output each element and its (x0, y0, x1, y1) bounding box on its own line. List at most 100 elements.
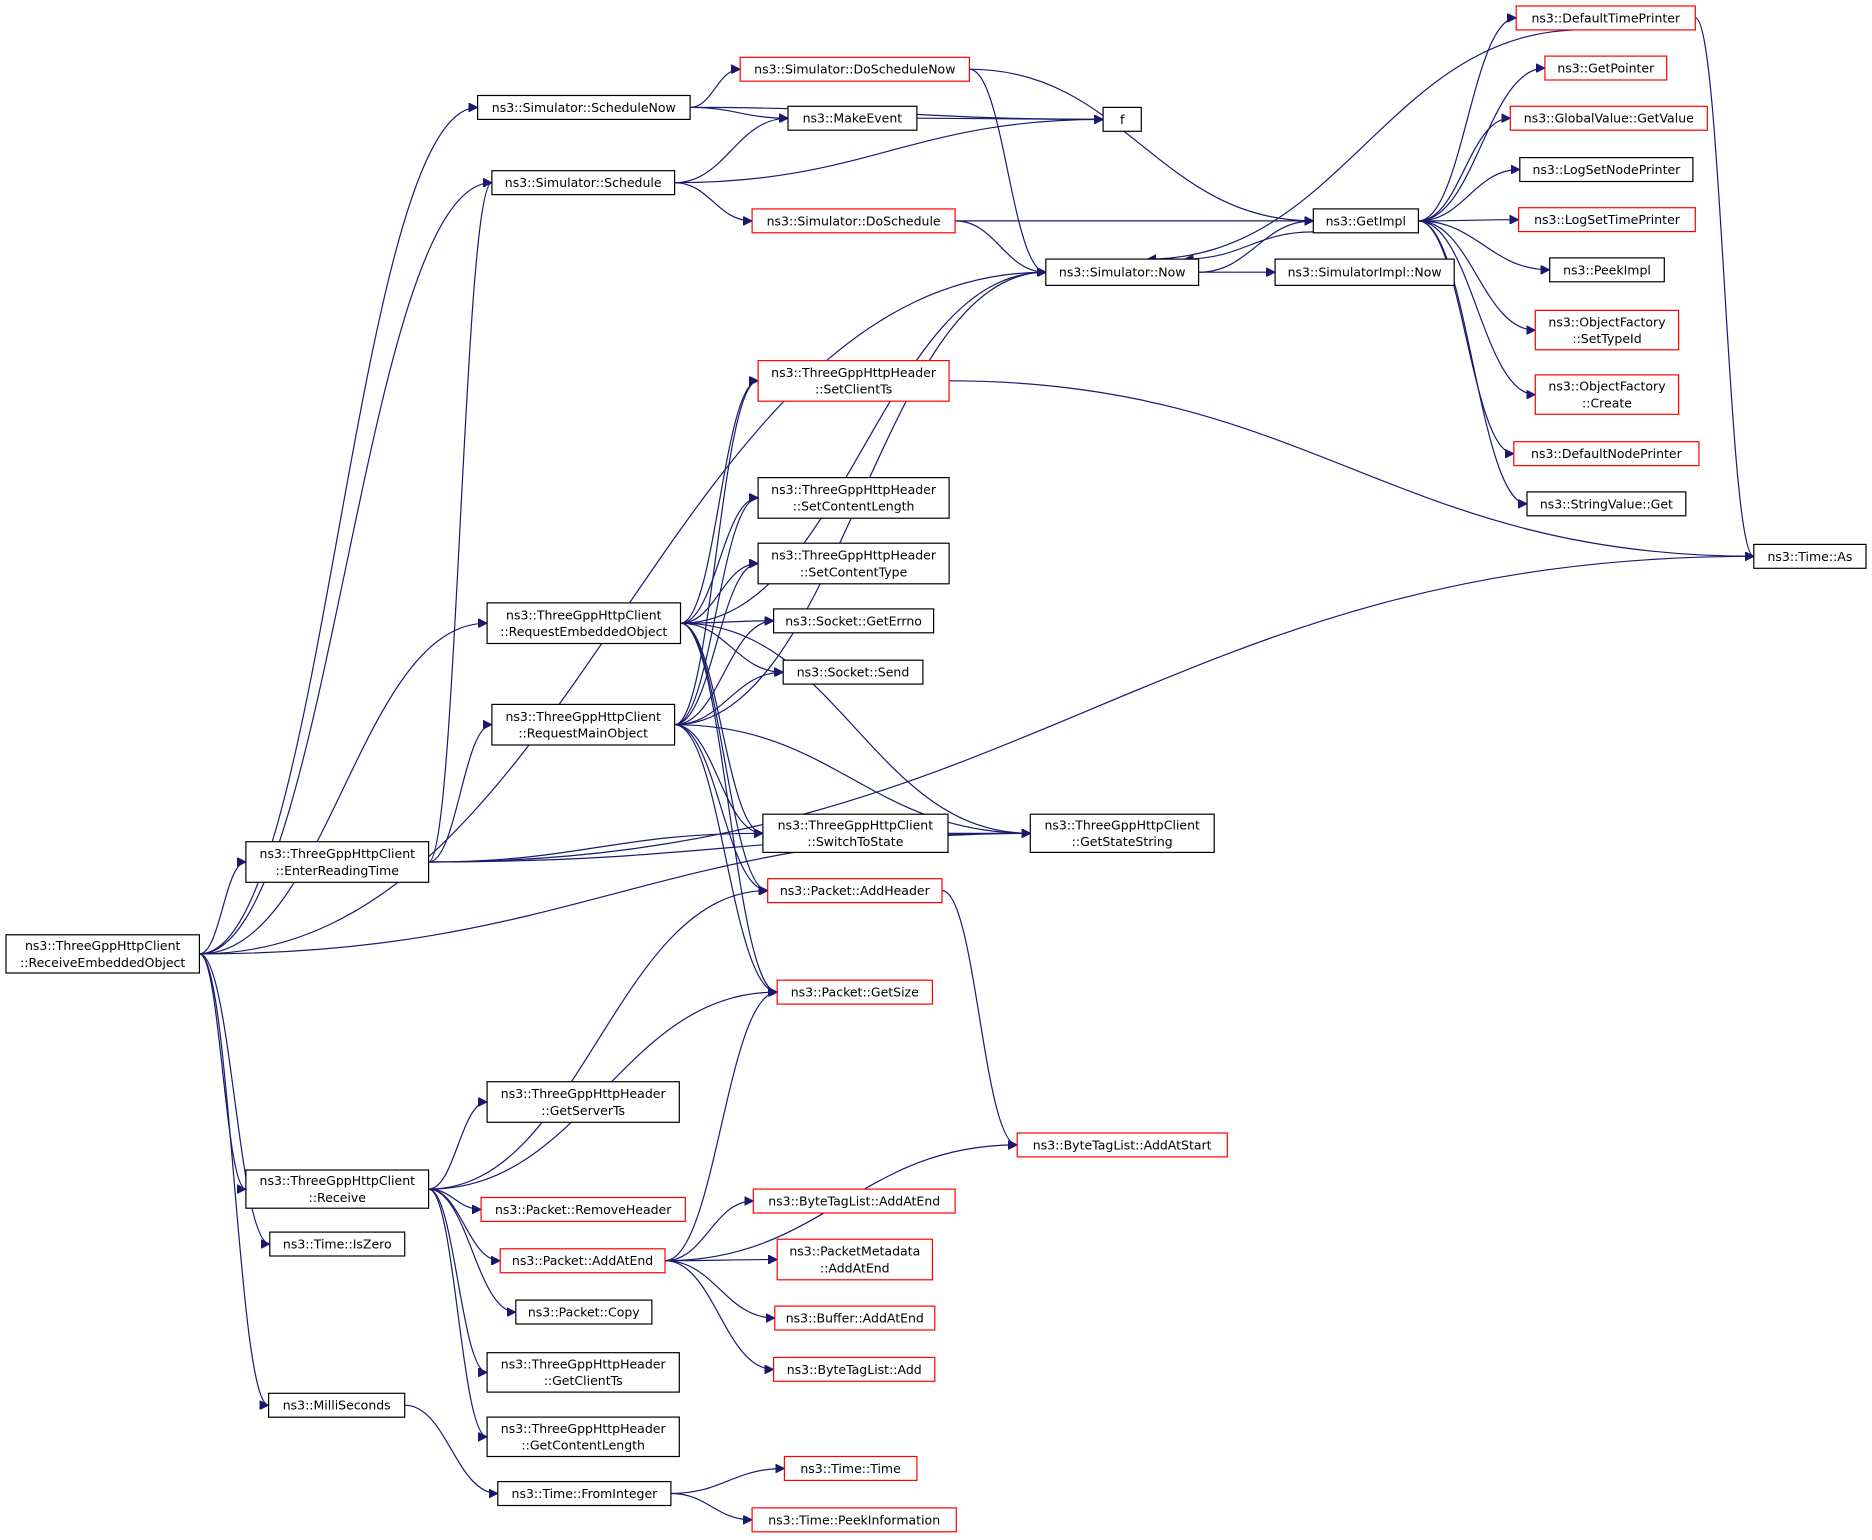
node-box (739, 56, 971, 82)
node-box (491, 703, 676, 746)
node-label: ns3::Simulator::ScheduleNow (492, 100, 676, 115)
call-edge-line (199, 953, 247, 1189)
node-box (1526, 491, 1687, 517)
node-box (757, 360, 950, 402)
call-edge-line (428, 1188, 516, 1312)
node-defaultTimePrinter[interactable]: ns3::DefaultTimePrinter (1515, 5, 1696, 31)
call-edge-line (955, 220, 1046, 272)
node-setContentLength[interactable]: ns3::ThreeGppHttpHeader::SetContentLengt… (757, 477, 950, 519)
node-doScheduleNow[interactable]: ns3::Simulator::DoScheduleNow (739, 56, 971, 82)
node-label: ns3::ThreeGppHttpClient (778, 818, 934, 833)
node-packetGetSize[interactable]: ns3::Packet::GetSize (776, 979, 934, 1005)
node-timeFromInteger[interactable]: ns3::Time::FromInteger (497, 1480, 672, 1507)
node-getClientTs[interactable]: ns3::ThreeGppHttpHeader::GetClientTs (486, 1352, 680, 1393)
call-edge (1694, 17, 1755, 556)
node-box (245, 841, 430, 883)
node-socketSend[interactable]: ns3::Socket::Send (782, 659, 924, 685)
node-box (762, 813, 949, 854)
node-label: ns3::ThreeGppHttpClient (260, 846, 416, 861)
node-globalValueGet[interactable]: ns3::GlobalValue::GetValue (1509, 105, 1708, 131)
node-byteTagAddAtEnd[interactable]: ns3::ByteTagList::AddAtEnd (752, 1188, 956, 1214)
node-reqEmbedded[interactable]: ns3::ThreeGppHttpClient::RequestEmbedded… (486, 602, 682, 645)
node-getPointer[interactable]: ns3::GetPointer (1544, 55, 1668, 81)
node-stringValueGet[interactable]: ns3::StringValue::Get (1526, 491, 1687, 517)
node-removeHeader[interactable]: ns3::Packet::RemoveHeader (480, 1196, 686, 1222)
node-box (1549, 257, 1665, 283)
node-byteTagAdd[interactable]: ns3::ByteTagList::Add (772, 1356, 936, 1382)
node-timeAs[interactable]: ns3::Time::As (1753, 543, 1867, 569)
node-ofSetTypeId[interactable]: ns3::ObjectFactory::SetTypeId (1534, 309, 1680, 351)
node-packetAddAtEnd[interactable]: ns3::Packet::AddAtEnd (499, 1248, 666, 1274)
node-byteTagAddAtStart[interactable]: ns3::ByteTagList::AddAtStart (1016, 1132, 1228, 1158)
node-defaultNodePrinter[interactable]: ns3::DefaultNodePrinter (1513, 441, 1700, 467)
node-logSetNodePrinter[interactable]: ns3::LogSetNodePrinter (1519, 157, 1694, 183)
node-packetAddHeader[interactable]: ns3::Packet::AddHeader (767, 878, 943, 904)
call-edge-line (664, 1260, 777, 1261)
call-edge (955, 220, 1046, 272)
node-layer: ns3::ThreeGppHttpClient::ReceiveEmbedded… (5, 5, 1867, 1533)
node-switchToState[interactable]: ns3::ThreeGppHttpClient::SwitchToState (762, 813, 949, 854)
node-label: ns3::GlobalValue::GetValue (1524, 111, 1694, 126)
call-edge-line (1418, 170, 1520, 222)
node-timeTime[interactable]: ns3::Time::Time (783, 1455, 918, 1481)
node-box (751, 1507, 957, 1533)
node-doSchedule[interactable]: ns3::Simulator::DoSchedule (751, 208, 956, 234)
node-label: ns3::GetImpl (1326, 213, 1406, 228)
call-edge (941, 890, 1018, 1145)
node-simImplNow[interactable]: ns3::SimulatorImpl::Now (1274, 258, 1455, 287)
call-edge (674, 118, 789, 184)
call-edge (680, 622, 784, 672)
node-makeEvent[interactable]: ns3::MakeEvent (787, 105, 918, 131)
call-edge-line (664, 1260, 775, 1318)
call-edge-line (674, 119, 1104, 184)
node-enterReading[interactable]: ns3::ThreeGppHttpClient::EnterReadingTim… (245, 841, 430, 883)
node-setContentType[interactable]: ns3::ThreeGppHttpHeader::SetContentType (757, 542, 950, 585)
node-peekImpl[interactable]: ns3::PeekImpl (1549, 257, 1665, 283)
call-edge-line (428, 1102, 488, 1190)
node-box (1029, 813, 1215, 854)
call-edge (674, 621, 774, 726)
call-edge (674, 381, 759, 726)
node-getStateString[interactable]: ns3::ThreeGppHttpClient::GetStateString (1029, 813, 1215, 854)
node-timeIsZero[interactable]: ns3::Time::IsZero (269, 1231, 406, 1257)
call-edge (1418, 118, 1510, 222)
node-label: ::AddAtEnd (820, 1260, 890, 1275)
call-edge-line (674, 724, 768, 891)
call-edge-line (680, 622, 784, 672)
call-edge (428, 1188, 488, 1372)
call-edge-line (428, 1188, 482, 1209)
call-edge (1418, 220, 1535, 395)
node-packetCopy[interactable]: ns3::Packet::Copy (515, 1299, 653, 1325)
node-getServerTs[interactable]: ns3::ThreeGppHttpHeader::GetServerTs (486, 1081, 680, 1123)
node-box (477, 94, 691, 120)
node-milliSeconds[interactable]: ns3::MilliSeconds (268, 1392, 406, 1418)
node-setClientTs[interactable]: ns3::ThreeGppHttpHeader::SetClientTs (757, 360, 950, 402)
node-pmAddAtEnd[interactable]: ns3::PacketMetadata::AddAtEnd (776, 1238, 934, 1281)
node-box (774, 1305, 936, 1331)
node-schedule[interactable]: ns3::Simulator::Schedule (491, 170, 676, 196)
call-edge-line (1694, 17, 1755, 556)
node-simNow[interactable]: ns3::Simulator::Now (1045, 258, 1200, 287)
node-getImpl[interactable]: ns3::GetImpl (1312, 208, 1420, 234)
node-logSetTimePrinter[interactable]: ns3::LogSetTimePrinter (1517, 207, 1696, 233)
node-scheduleNow[interactable]: ns3::Simulator::ScheduleNow (477, 94, 691, 120)
node-box (497, 1480, 672, 1507)
node-box (751, 208, 956, 234)
call-edge (199, 953, 247, 1189)
node-label: ns3::Time::IsZero (283, 1237, 392, 1252)
node-label: ns3::ThreeGppHttpHeader (771, 482, 937, 497)
node-receive[interactable]: ns3::ThreeGppHttpClient::Receive (245, 1169, 430, 1209)
call-edge-line (670, 1469, 784, 1495)
node-bufferAddAtEnd[interactable]: ns3::Buffer::AddAtEnd (774, 1305, 936, 1331)
node-ofCreate[interactable]: ns3::ObjectFactory::Create (1534, 374, 1680, 415)
call-edge-line (969, 68, 1313, 221)
node-box (5, 934, 200, 974)
node-getContentLength[interactable]: ns3::ThreeGppHttpHeader::GetContentLengt… (486, 1416, 680, 1458)
node-timePeekInfo[interactable]: ns3::Time::PeekInformation (751, 1507, 957, 1533)
call-edge-line (1418, 220, 1549, 270)
edge-layer (199, 17, 1755, 1520)
node-socketGetErrno[interactable]: ns3::Socket::GetErrno (772, 608, 935, 634)
call-edge (1418, 220, 1527, 504)
node-f[interactable]: f (1102, 106, 1142, 132)
node-reqMain[interactable]: ns3::ThreeGppHttpClient::RequestMainObje… (491, 703, 676, 746)
